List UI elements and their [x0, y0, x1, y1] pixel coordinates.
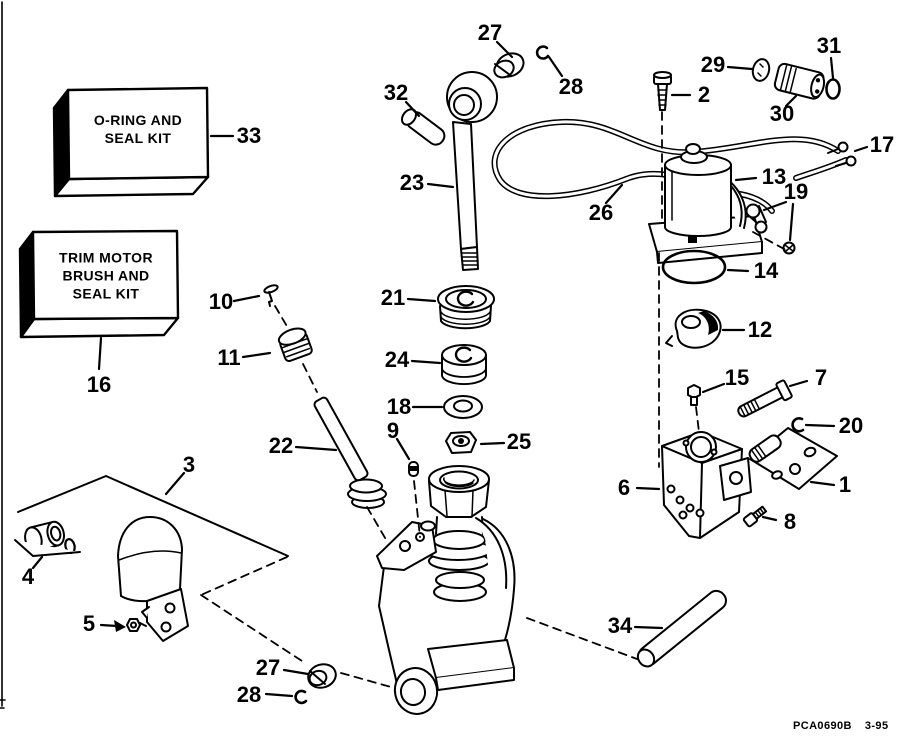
part-4-bushing [14, 520, 81, 557]
part-12-pump-cover [665, 308, 722, 349]
main-cylinder-body [376, 465, 516, 715]
part-28-clip-bottom [294, 689, 308, 705]
part-2-bolt [653, 71, 672, 111]
part-23-tilt-rod [446, 71, 498, 271]
part-32-pin [400, 108, 446, 146]
part-29-grommet [751, 58, 771, 82]
part-17-wire-terminals [827, 141, 857, 167]
part-34-pivot-pin [636, 589, 727, 668]
part-13-trim-motor [648, 143, 763, 264]
part-30-brush-holder [773, 62, 826, 100]
part-15-bolt [687, 384, 701, 406]
part-28-clip-top [535, 45, 550, 60]
part-27-cap-top [493, 52, 525, 79]
part-10-screw [263, 284, 279, 307]
leader-lines [31, 40, 869, 698]
part-6-manifold [661, 431, 752, 539]
part-1-gasket-kit [748, 427, 838, 490]
part-18-washer [443, 395, 483, 419]
part-8-screw [742, 505, 768, 528]
part-14-o-ring [661, 249, 727, 285]
part-5-screw [126, 618, 147, 632]
part-9-pin [408, 461, 419, 477]
part-21-cap [437, 285, 495, 330]
part-22-rod [313, 396, 387, 509]
part-24-piston [441, 344, 487, 385]
part-25-nut [445, 431, 477, 454]
part-11-plug [277, 327, 313, 362]
part-31-o-ring [825, 78, 841, 100]
kit-box-oring [52, 86, 210, 198]
part-7-valve-screw [737, 379, 793, 418]
part-20-retaining-ring [791, 417, 805, 433]
assembly-dashed-lines [200, 111, 787, 688]
page-edge [0, 1, 6, 709]
reservoir [117, 516, 189, 642]
part-27-grommet-bottom [307, 663, 337, 689]
part-3-mount-plane [17, 475, 289, 557]
kit-box-trim-motor [18, 229, 180, 339]
